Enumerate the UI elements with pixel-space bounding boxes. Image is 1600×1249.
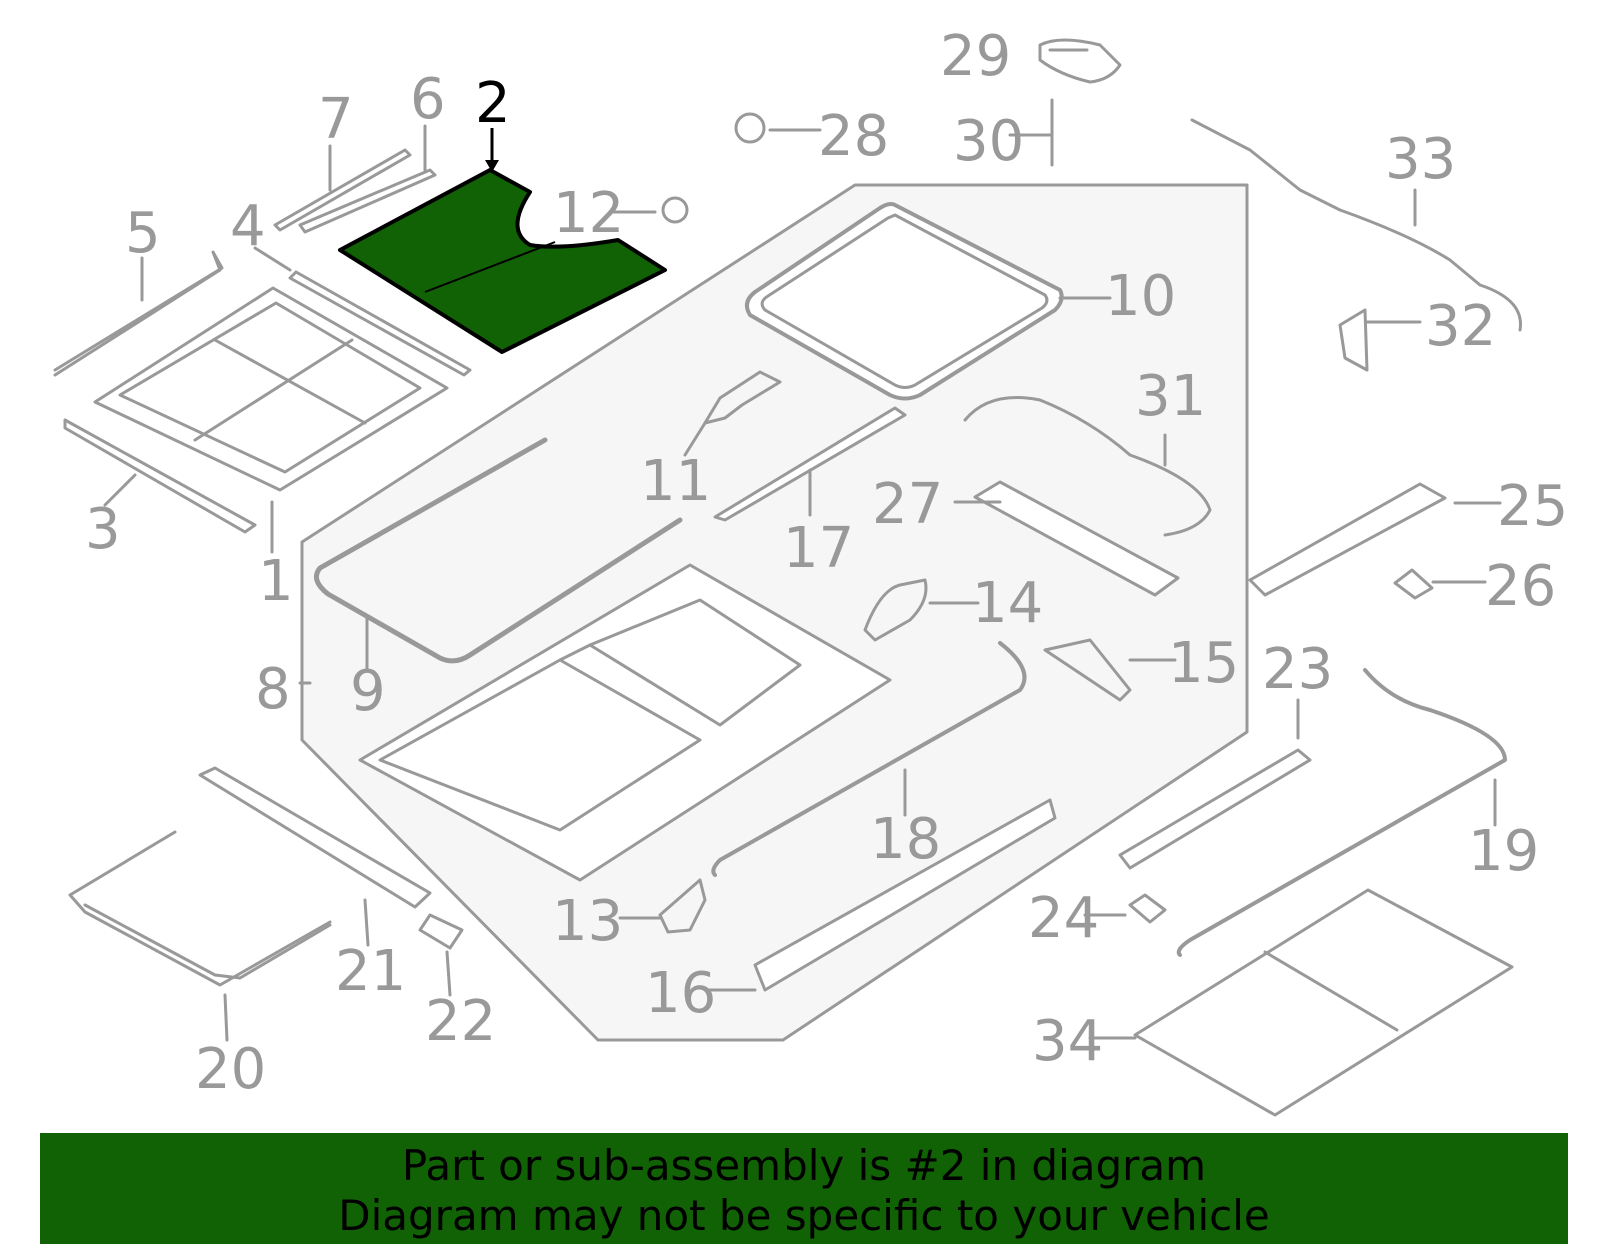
part-23-strip <box>1118 748 1312 870</box>
part-12-clip <box>661 196 689 224</box>
part-18-cable <box>711 641 1027 877</box>
callout-labels: 1 2 3 4 5 6 7 8 9 10 11 12 13 14 15 16 1… <box>85 24 1568 1102</box>
callout-15: 15 <box>1168 631 1239 696</box>
callout-10: 10 <box>1105 264 1176 329</box>
callout-20: 20 <box>195 1037 266 1102</box>
part-13-guide <box>658 878 707 934</box>
parts-diagram: 1 2 3 4 5 6 7 8 9 10 11 12 13 14 15 16 1… <box>53 24 1568 1117</box>
callout-16: 16 <box>645 961 716 1026</box>
callout-14: 14 <box>972 571 1043 636</box>
callout-19: 19 <box>1468 819 1539 884</box>
callout-2: 2 <box>475 71 511 136</box>
callout-9: 9 <box>350 659 386 724</box>
callout-29: 29 <box>940 24 1011 89</box>
callout-24: 24 <box>1028 886 1099 951</box>
part-15-bracket <box>1043 638 1132 702</box>
part-10-glass-frame <box>744 202 1064 401</box>
callout-30: 30 <box>953 109 1024 174</box>
part-32-bracket <box>1338 308 1369 372</box>
callout-23: 23 <box>1262 637 1333 702</box>
part-20-deflector <box>68 830 332 987</box>
callout-22: 22 <box>425 989 496 1054</box>
part-22-clip <box>418 913 464 950</box>
leader-lines <box>103 48 1502 1042</box>
part-7-strip <box>273 148 412 232</box>
callout-1: 1 <box>258 549 294 614</box>
part-34-shade <box>1133 888 1514 1117</box>
banner-line-1: Part or sub-assembly is #2 in diagram <box>401 1141 1207 1190</box>
part-11-bracket <box>703 370 782 425</box>
part-25-strip <box>1248 482 1447 597</box>
callout-13: 13 <box>552 889 623 954</box>
part-17-rail <box>713 406 907 522</box>
part-14-motor <box>863 578 928 642</box>
callout-27: 27 <box>872 472 943 537</box>
part-21-strip <box>198 766 432 909</box>
callout-5: 5 <box>125 201 161 266</box>
part-31-harness <box>963 396 1212 537</box>
callout-32: 32 <box>1425 294 1496 359</box>
callout-26: 26 <box>1485 554 1556 619</box>
callout-17: 17 <box>783 516 854 581</box>
part-26-clip <box>1393 568 1434 600</box>
callout-34: 34 <box>1032 1009 1103 1074</box>
info-banner: Part or sub-assembly is #2 in diagram Di… <box>40 1133 1568 1244</box>
part-27-panel <box>973 480 1180 597</box>
part-33-harness <box>1190 118 1522 332</box>
callout-11: 11 <box>640 449 711 514</box>
callout-8: 8 <box>255 657 291 722</box>
part-19-cable <box>1176 668 1507 957</box>
part-16-rail <box>753 798 1057 992</box>
banner-line-2: Diagram may not be specific to your vehi… <box>338 1191 1270 1240</box>
callout-21: 21 <box>335 939 406 1004</box>
callout-33: 33 <box>1385 127 1456 192</box>
part-2-highlighted <box>338 168 667 354</box>
part-1-glass <box>93 286 449 492</box>
part-29-motor <box>1038 38 1122 84</box>
part-6-strip <box>298 168 437 234</box>
part-2-seam <box>424 241 556 293</box>
callout-28: 28 <box>818 104 889 169</box>
part-5-molding <box>53 250 224 377</box>
callout-4: 4 <box>230 194 266 259</box>
part-4-strip <box>288 270 472 377</box>
callout-12: 12 <box>553 181 624 246</box>
main-roof-frame <box>358 563 892 882</box>
callout-3: 3 <box>85 497 121 562</box>
callout-7: 7 <box>318 87 354 152</box>
callout-18: 18 <box>870 807 941 872</box>
callout-31: 31 <box>1135 364 1206 429</box>
callout-6: 6 <box>410 67 446 132</box>
part-28-clip <box>734 112 766 144</box>
part-24-clip <box>1128 893 1167 924</box>
part-3-seal <box>63 418 257 534</box>
callout-25: 25 <box>1497 474 1568 539</box>
part-9-seal <box>313 437 683 664</box>
